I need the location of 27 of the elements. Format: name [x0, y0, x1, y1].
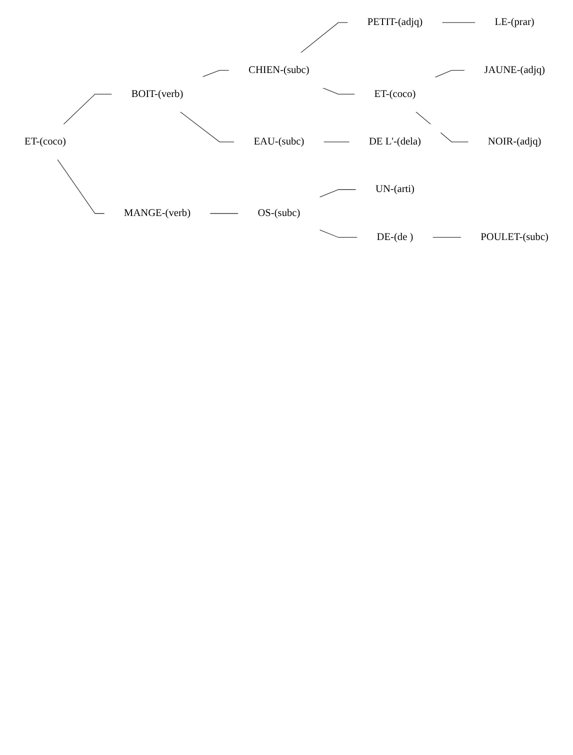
connector: [322, 87, 356, 94]
connector: [57, 159, 105, 214]
connector: [210, 213, 239, 214]
connector: [300, 22, 348, 54]
node-text: PETIT-(adjq): [367, 16, 423, 28]
connector: [434, 70, 466, 78]
node-text: DE-(de ): [376, 232, 414, 243]
connector: [442, 22, 476, 23]
node-text: ET-(coco): [374, 88, 416, 100]
connector: [319, 189, 356, 198]
node-text: JAUNE-(adjq): [484, 64, 545, 76]
node-text: DE L'-(dela): [368, 136, 421, 148]
node-text: LE-(prar): [494, 16, 534, 28]
node-text: MANGE-(verb): [124, 208, 191, 219]
node-text: ET-(coco): [24, 136, 66, 148]
node-text: EAU-(subc): [254, 136, 304, 148]
connector: [319, 229, 358, 238]
node-text: BOIT-(verb): [131, 88, 184, 100]
node-text: CHIEN-(subc): [248, 64, 310, 76]
connector: [202, 70, 230, 78]
connector: [63, 94, 112, 125]
node-text: OS-(subc): [258, 208, 300, 219]
node-text: NOIR-(adjq): [488, 136, 542, 148]
connector: [180, 111, 235, 142]
node-text: POULET-(subc): [480, 232, 548, 243]
node-text: UN-(arti): [375, 184, 414, 195]
connector: [432, 237, 462, 238]
